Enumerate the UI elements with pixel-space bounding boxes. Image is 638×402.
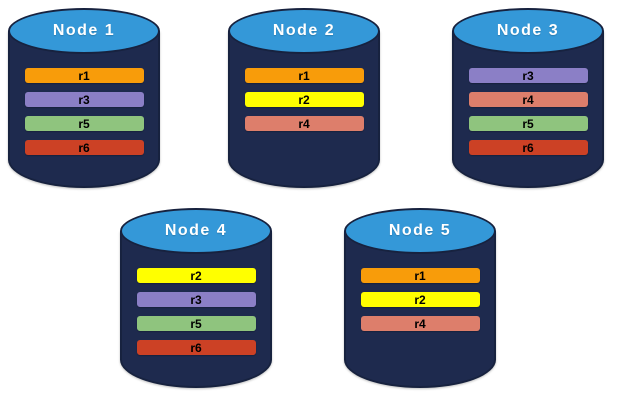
node-label: Node 3 xyxy=(496,22,560,39)
replica-bar-r2[interactable]: r2 xyxy=(136,268,256,283)
replica-bar-r3[interactable]: r3 xyxy=(24,92,144,107)
replica-label: r1 xyxy=(298,68,310,83)
node-label: Node 1 xyxy=(52,22,116,39)
replica-bar-r1[interactable]: r1 xyxy=(24,68,144,83)
replica-bar-r3[interactable]: r3 xyxy=(468,68,588,83)
replica-stack: r1 r2 r4 xyxy=(228,68,380,131)
cylinder-body xyxy=(228,31,380,188)
replica-bar-r4[interactable]: r4 xyxy=(360,316,480,331)
replica-bar-r5[interactable]: r5 xyxy=(24,116,144,131)
cylinder-body xyxy=(344,231,496,388)
node-label: Node 5 xyxy=(388,222,452,239)
replica-label: r5 xyxy=(522,116,534,131)
cylinder-top: Node 5 xyxy=(344,208,496,254)
replica-label: r2 xyxy=(190,268,202,283)
replica-bar-r5[interactable]: r5 xyxy=(136,316,256,331)
replica-bar-r2[interactable]: r2 xyxy=(360,292,480,307)
replica-label: r6 xyxy=(522,140,534,155)
cylinder-body xyxy=(452,31,604,188)
node-label: Node 4 xyxy=(164,222,228,239)
replica-label: r1 xyxy=(414,268,426,283)
replica-bar-r1[interactable]: r1 xyxy=(360,268,480,283)
database-node-3[interactable]: Node 3 r3 r4 r5 r6 xyxy=(452,8,604,188)
replica-bar-r4[interactable]: r4 xyxy=(468,92,588,107)
replica-stack: r2 r3 r5 r6 xyxy=(120,268,272,355)
cylinder-top: Node 3 xyxy=(452,8,604,54)
replica-stack: r3 r4 r5 r6 xyxy=(452,68,604,155)
replica-bar-r6[interactable]: r6 xyxy=(136,340,256,355)
replica-label: r3 xyxy=(522,68,534,83)
replica-bar-r3[interactable]: r3 xyxy=(136,292,256,307)
replica-bar-r6[interactable]: r6 xyxy=(468,140,588,155)
replica-label: r3 xyxy=(78,92,90,107)
replica-label: r4 xyxy=(522,92,534,107)
replica-bar-r4[interactable]: r4 xyxy=(244,116,364,131)
replica-label: r2 xyxy=(298,92,310,107)
replica-label: r6 xyxy=(78,140,90,155)
cylinder-body xyxy=(120,231,272,388)
replica-label: r4 xyxy=(298,116,310,131)
cylinder-top: Node 2 xyxy=(228,8,380,54)
database-node-1[interactable]: Node 1 r1 r3 r5 r6 xyxy=(8,8,160,188)
replica-label: r5 xyxy=(190,316,202,331)
cylinder-top: Node 1 xyxy=(8,8,160,54)
node-label: Node 2 xyxy=(272,22,336,39)
replica-stack: r1 r3 r5 r6 xyxy=(8,68,160,155)
replica-bar-r2[interactable]: r2 xyxy=(244,92,364,107)
database-node-2[interactable]: Node 2 r1 r2 r4 xyxy=(228,8,380,188)
replica-bar-r6[interactable]: r6 xyxy=(24,140,144,155)
replica-label: r3 xyxy=(190,292,202,307)
replica-stack: r1 r2 r4 xyxy=(344,268,496,331)
replica-label: r4 xyxy=(414,316,426,331)
replica-label: r6 xyxy=(190,340,202,355)
replica-bar-r5[interactable]: r5 xyxy=(468,116,588,131)
database-node-5[interactable]: Node 5 r1 r2 r4 xyxy=(344,208,496,388)
cylinder-top: Node 4 xyxy=(120,208,272,254)
database-node-4[interactable]: Node 4 r2 r3 r5 r6 xyxy=(120,208,272,388)
replica-label: r1 xyxy=(78,68,90,83)
replica-label: r5 xyxy=(78,116,90,131)
replica-label: r2 xyxy=(414,292,426,307)
replica-bar-r1[interactable]: r1 xyxy=(244,68,364,83)
